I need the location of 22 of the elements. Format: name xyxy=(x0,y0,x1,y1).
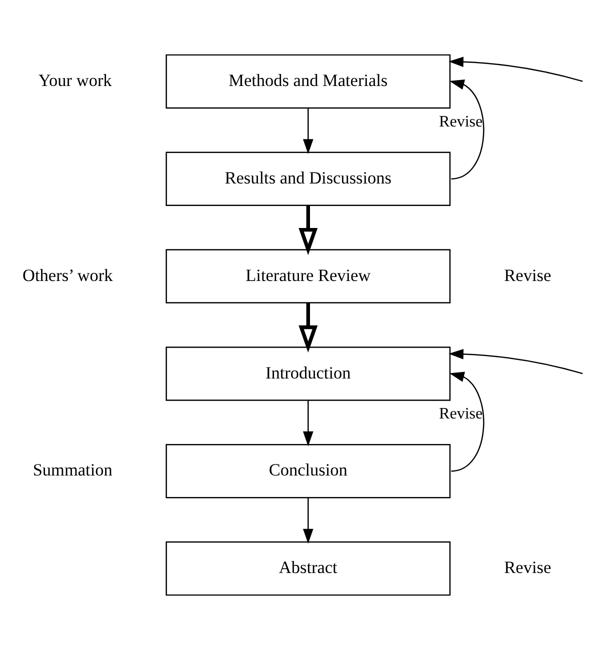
arrow xyxy=(449,80,484,180)
label: Summation xyxy=(32,460,112,480)
label: Your work xyxy=(38,71,112,90)
node-box: Results and Discussions xyxy=(166,152,451,206)
node-box: Methods and Materials xyxy=(166,54,451,109)
arrow xyxy=(449,372,484,472)
arrow xyxy=(448,56,583,82)
node-box: Abstract xyxy=(166,541,451,596)
label: Others’ work xyxy=(22,266,113,285)
arrow xyxy=(448,348,583,374)
arrow xyxy=(302,108,314,154)
edge-label: Revise xyxy=(439,406,483,423)
arrow xyxy=(298,302,318,353)
label: Revise xyxy=(504,266,552,285)
node-box: Literature Review xyxy=(166,249,451,304)
arrow xyxy=(302,400,314,446)
label: Revise xyxy=(504,558,552,578)
edge-label: Revise xyxy=(439,113,483,130)
arrow xyxy=(302,498,314,544)
node-box: Conclusion xyxy=(166,444,451,498)
arrow xyxy=(298,206,318,256)
node-box: Introduction xyxy=(166,346,451,401)
